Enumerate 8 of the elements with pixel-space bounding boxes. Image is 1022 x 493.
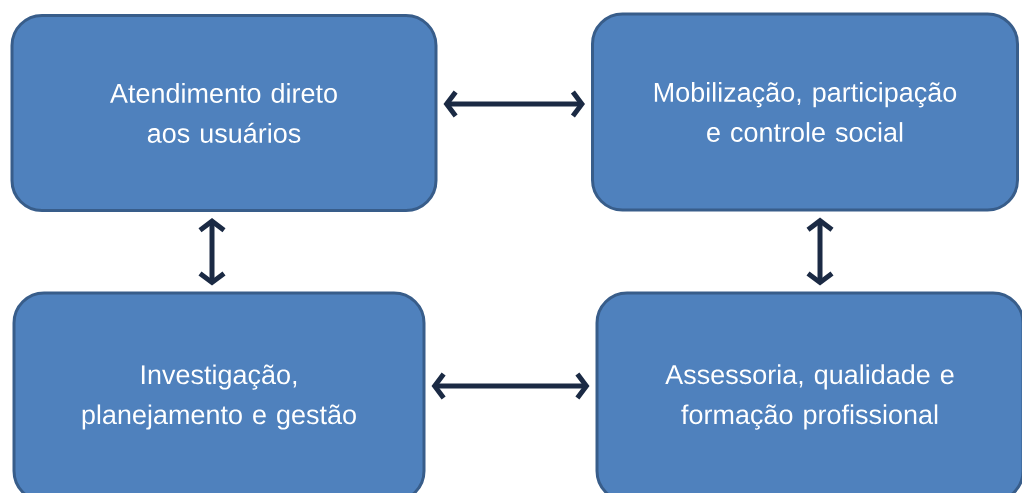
double-arrow [431,372,590,400]
double-arrow [443,90,585,118]
double-arrow [806,217,834,286]
process-box: Assessoria, qualidade e formação profissional [595,291,1022,493]
process-box: Atendimento direto aos usuários [10,14,438,212]
process-box: Mobilização, participação e controle social [591,12,1019,212]
double-arrow [198,218,226,286]
process-box: Investigação, planejamento e gestão [12,291,426,493]
